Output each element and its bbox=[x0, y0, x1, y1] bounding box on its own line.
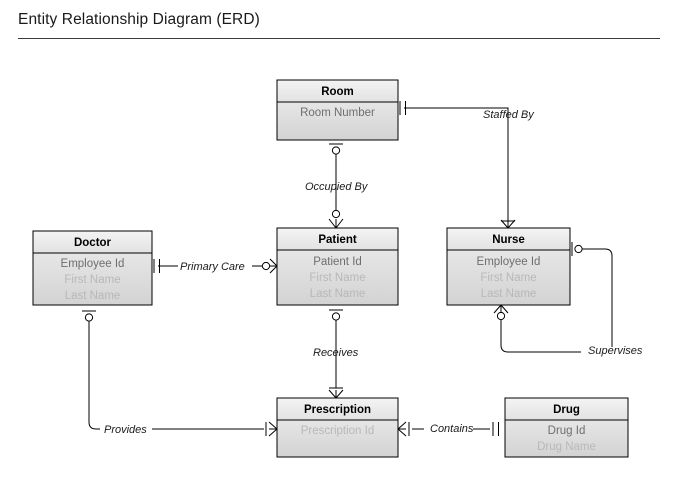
entity-attribute: Last Name bbox=[310, 288, 366, 300]
entity-attribute: Drug Id bbox=[548, 425, 586, 437]
entity-title-doctor: Doctor bbox=[74, 237, 112, 249]
entity-title-prescription: Prescription bbox=[304, 404, 371, 416]
relationship-receives[interactable]: Receives bbox=[313, 309, 359, 399]
entity-attribute: Drug Name bbox=[537, 441, 596, 453]
entity-attribute: Prescription Id bbox=[301, 425, 375, 437]
entity-attribute: First Name bbox=[480, 272, 536, 284]
page-title: Entity Relationship Diagram (ERD) bbox=[18, 11, 260, 28]
relationship-supervises[interactable]: Supervises bbox=[493, 242, 643, 357]
title-divider bbox=[18, 38, 660, 39]
entity-prescription[interactable]: Prescription Prescription Id bbox=[276, 397, 399, 458]
entity-attribute: First Name bbox=[309, 272, 365, 284]
relationship-contains[interactable]: Contains bbox=[397, 421, 499, 437]
relationship-occupied-by[interactable]: Occupied By bbox=[305, 143, 369, 229]
entity-attribute: Room Number bbox=[300, 107, 375, 119]
entity-title-patient: Patient bbox=[318, 234, 357, 246]
relationship-label-supervises: Supervises bbox=[588, 345, 643, 357]
entity-attribute: Last Name bbox=[65, 290, 121, 302]
entity-patient[interactable]: Patient Patient Id First Name Last Name bbox=[276, 227, 399, 306]
entity-doctor[interactable]: Doctor Employee Id First Name Last Name bbox=[32, 230, 153, 306]
relationship-staffed-by[interactable]: Staffed By bbox=[399, 101, 535, 229]
relationship-label-staffed-by: Staffed By bbox=[483, 109, 535, 121]
relationship-label-receives: Receives bbox=[313, 347, 359, 359]
entity-attribute: Employee Id bbox=[477, 256, 541, 268]
relationship-label-contains: Contains bbox=[430, 423, 474, 435]
entity-title-drug: Drug bbox=[553, 404, 580, 416]
entity-attribute: First Name bbox=[64, 274, 120, 286]
entity-nurse[interactable]: Nurse Employee Id First Name Last Name bbox=[446, 227, 571, 306]
entity-attribute: Employee Id bbox=[61, 258, 125, 270]
relationship-label-provides: Provides bbox=[104, 424, 147, 436]
entity-attribute: Patient Id bbox=[313, 256, 362, 268]
entity-room[interactable]: Room Room Number bbox=[276, 79, 399, 141]
entity-attribute: Last Name bbox=[481, 288, 537, 300]
relationship-label-occupied-by: Occupied By bbox=[305, 181, 369, 193]
entity-drug[interactable]: Drug Drug Id Drug Name bbox=[504, 397, 629, 458]
relationship-provides[interactable]: Provides bbox=[82, 310, 278, 437]
entity-title-nurse: Nurse bbox=[492, 234, 525, 246]
relationship-label-primary-care: Primary Care bbox=[180, 261, 245, 273]
relationship-primary-care[interactable]: Primary Care bbox=[153, 258, 278, 274]
entity-title-room: Room bbox=[321, 86, 354, 98]
